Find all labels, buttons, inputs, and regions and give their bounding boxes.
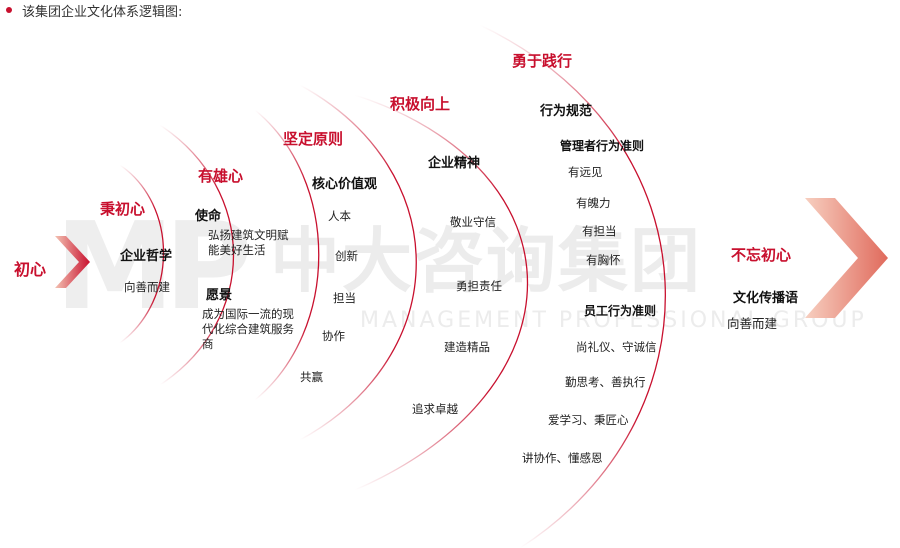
- start-arrow: [55, 236, 90, 288]
- stage3-heading: 核心价值观: [312, 177, 378, 192]
- stage5-title: 勇于践行: [512, 52, 573, 70]
- value-item: 担当: [333, 291, 356, 305]
- end-arrow: [805, 198, 888, 318]
- stage4-heading: 企业精神: [428, 156, 481, 171]
- manager-rule-item: 有担当: [582, 224, 617, 238]
- arc-6: [479, 24, 666, 548]
- end-text: 向善而建: [727, 316, 778, 331]
- stage5-heading: 行为规范: [540, 104, 593, 119]
- value-item: 共赢: [300, 370, 323, 384]
- spirit-item: 勇担责任: [456, 279, 502, 293]
- value-item: 人本: [328, 209, 351, 223]
- stage3-title: 坚定原则: [283, 130, 344, 148]
- end-heading: 文化传播语: [733, 291, 799, 306]
- stage1-title: 秉初心: [100, 200, 146, 218]
- stage1-item: 向善而建: [124, 280, 170, 294]
- manager-rule-item: 有远见: [568, 165, 603, 179]
- vision-text: 成为国际一流的现代化综合建筑服务商: [202, 307, 294, 351]
- arc-1: [119, 164, 165, 344]
- value-item: 协作: [322, 329, 345, 343]
- arc-3: [254, 109, 320, 401]
- watermark-cn: 中大咨询集团: [270, 220, 702, 302]
- bullet-icon: [6, 7, 12, 13]
- staff-rules-heading: 员工行为准则: [584, 304, 657, 318]
- intro-text: 该集团企业文化体系逻辑图:: [22, 5, 183, 20]
- spirit-item: 建造精品: [444, 340, 490, 354]
- value-item: 创新: [335, 249, 358, 263]
- arc-5: [354, 94, 528, 491]
- staff-rule-item: 爱学习、秉匠心: [548, 413, 629, 427]
- mission-text: 弘扬建筑文明赋能美好生活: [208, 228, 289, 257]
- arc-2: [159, 124, 235, 386]
- arc-4: [299, 84, 417, 441]
- end-title: 不忘初心: [731, 246, 792, 264]
- manager-rule-item: 有胸怀: [586, 253, 621, 267]
- spirit-item: 敬业守信: [450, 215, 496, 229]
- manager-rule-item: 有魄力: [576, 196, 611, 210]
- stage2-title: 有雄心: [198, 167, 244, 185]
- stage4-title: 积极向上: [390, 95, 451, 113]
- watermark-en: MANAGEMENT PROFESSIONAL GROUP: [360, 308, 867, 333]
- spirit-item: 追求卓越: [412, 402, 458, 416]
- start-label: 初心: [14, 260, 47, 279]
- manager-rules-heading: 管理者行为准则: [560, 139, 645, 153]
- watermark-logo: MP: [55, 198, 252, 337]
- mission-label: 使命: [195, 209, 222, 224]
- staff-rule-item: 勤思考、善执行: [565, 375, 646, 389]
- staff-rule-item: 讲协作、懂感恩: [522, 451, 603, 465]
- staff-rule-item: 尚礼仪、守诚信: [576, 340, 657, 354]
- vision-label: 愿景: [206, 288, 233, 303]
- stage1-heading: 企业哲学: [120, 249, 173, 264]
